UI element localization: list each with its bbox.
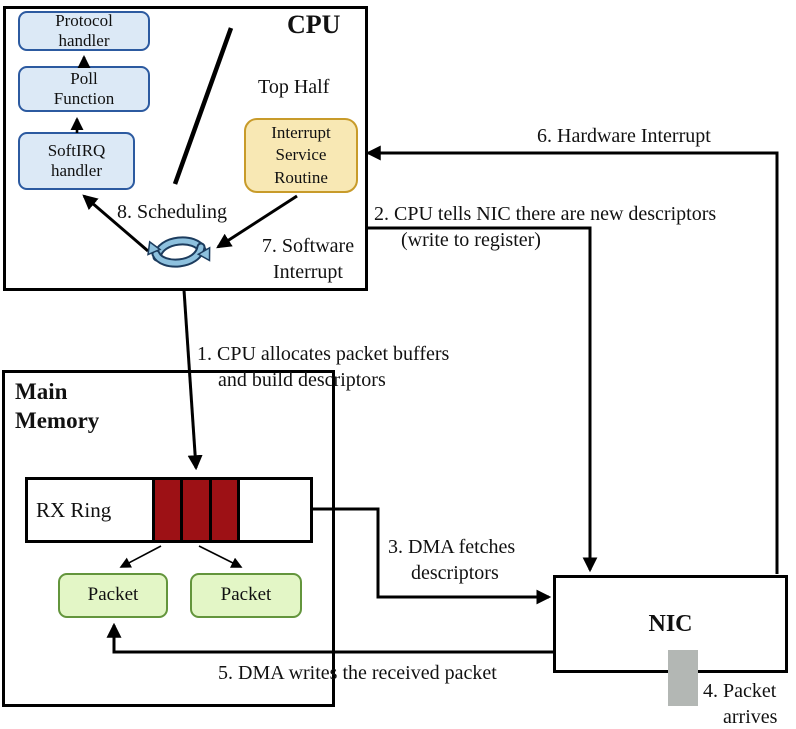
packet-label: Packet [220,584,272,606]
software-interrupt-label: 7. Software Interrupt [261,235,355,283]
poll-function-box: Poll Function [18,66,150,112]
arrow-step2-cpu-to-nic [366,226,598,573]
poll-function-label: Poll Function [53,68,115,108]
step1-label: 1. CPU allocates packet buffers and buil… [197,343,450,391]
descriptor-cell [155,480,181,540]
top-half-label: Top Half [258,76,330,98]
interrupt-service-routine-box: Interrupt Service Routine [244,118,358,193]
step4-label: 4. Packet arrives [703,680,778,728]
step2-label: 2. CPU tells NIC there are new descripto… [374,203,717,251]
descriptor-cell [183,480,209,540]
protocol-handler-box: Protocol handler [18,11,150,51]
main-memory-title: Main Memory [15,379,100,433]
rx-descriptor-cells [152,480,240,540]
descriptor-cell [211,480,237,540]
rx-ring-label: RX Ring [36,497,112,522]
packet-box-left: Packet [58,573,168,618]
arriving-packet-rect [668,650,698,706]
protocol-handler-label: Protocol handler [55,10,113,50]
scheduling-label: 8. Scheduling [117,201,227,223]
step3-label: 3. DMA fetches descriptors [388,536,516,584]
softirq-handler-label: SoftIRQ handler [47,140,106,180]
nic-title: NIC [648,610,693,637]
interrupt-service-routine-label: Interrupt Service Routine [271,123,331,187]
softirq-handler-box: SoftIRQ handler [18,132,135,190]
packet-label: Packet [87,584,139,606]
step6-label: 6. Hardware Interrupt [537,125,711,147]
packet-box-right: Packet [190,573,302,618]
step5-label: 5. DMA writes the received packet [218,662,497,684]
cpu-title: CPU [287,10,341,39]
